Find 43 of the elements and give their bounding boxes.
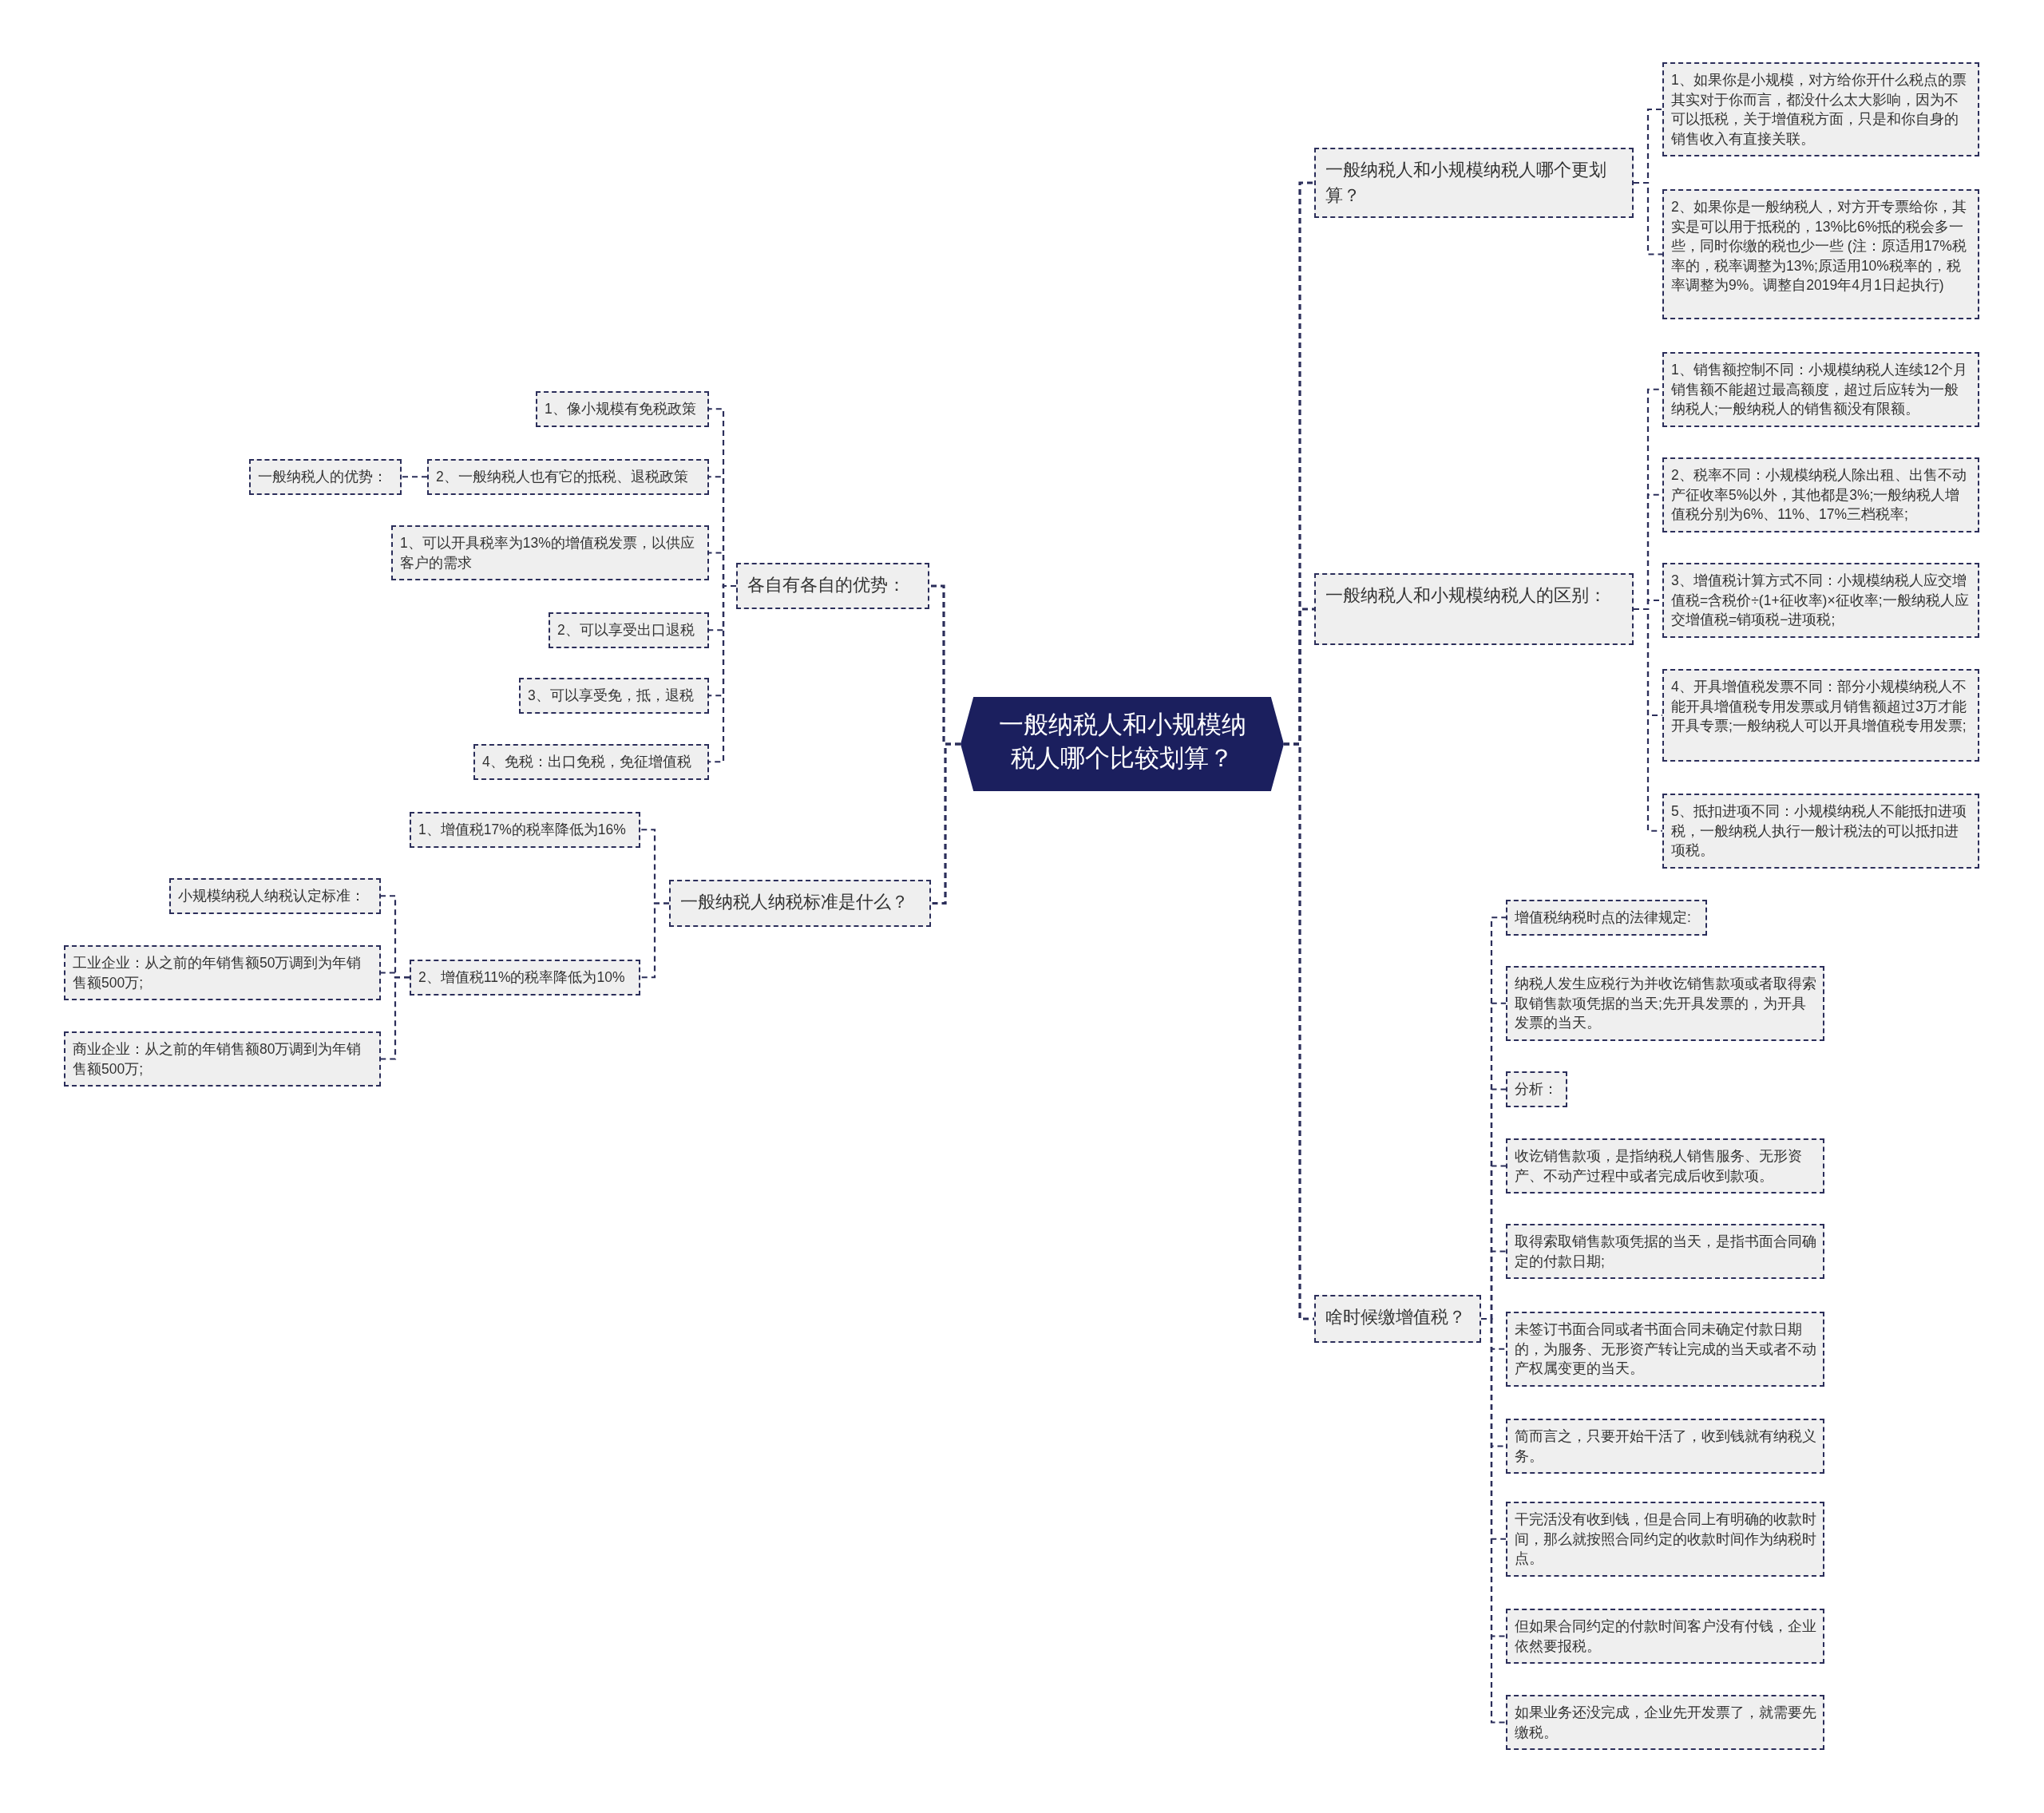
detail-box: 1、销售额控制不同：小规模纳税人连续12个月销售额不能超过最高额度，超过后应转为一般纳税人;一般纳税人的销售额没有限额。 [1662,352,1979,427]
detail-box: 3、增值税计算方式不同：小规模纳税人应交增值税=含税价÷(1+征收率)×征收率;一般纳税人应交增值税=销项税−进项税; [1662,563,1979,638]
detail-box: 1、可以开具税率为13%的增值税发票，以供应客户的需求 [391,525,709,580]
detail-box: 干完活没有收到钱，但是合同上有明确的收款时间，那么就按照合同约定的收款时间作为纳税时点。 [1506,1502,1824,1577]
connector-line [1634,608,1662,832]
detail-box: 2、如果你是一般纳税人，对方开专票给你，其实是可以用于抵税的，13%比6%抵的税会多一些，同时你缴的税也少一些 (注：原适用17%税率的，税率调整为13%;原适用10%税率的，税率调整为9%。调整自2019年4月1日起执行) [1662,189,1979,319]
detail-box: 5、抵扣进项不同：小规模纳税人不能抵扣进项税，一般纳税人执行一般计税法的可以抵扣进项税。 [1662,794,1979,869]
detail-box: 一般纳税人的优势： [249,459,402,495]
detail-box: 2、一般纳税人也有它的抵税、退税政策 [427,459,709,495]
connector-line [1634,181,1662,255]
detail-box: 收讫销售款项，是指纳税人销售服务、无形资产、不动产过程中或者完成后收到款项。 [1506,1138,1824,1193]
topic-box: 各自有各自的优势： [736,563,929,609]
detail-box: 4、开具增值税发票不同：部分小规模纳税人不能开具增值税专用发票或月销售额超过3万才能开具专票;一般纳税人可以开具增值税专用发票; [1662,669,1979,762]
detail-box: 2、增值税11%的税率降低为10% [410,960,640,996]
topic-box: 啥时候缴增值税？ [1314,1295,1481,1343]
connector-line [402,476,427,478]
topic-box: 一般纳税人纳税标准是什么？ [669,880,931,927]
connector-line [1284,742,1314,1320]
detail-box: 1、像小规模有免税政策 [536,391,709,427]
detail-box: 增值税纳税时点的法律规定: [1506,900,1707,936]
connector-line [381,976,410,1060]
detail-box: 小规模纳税人纳税认定标准： [169,878,381,914]
detail-box: 但如果合同约定的付款时间客户没有付钱，企业依然要报税。 [1506,1609,1824,1664]
topic-box: 一般纳税人和小规模纳税人哪个更划算？ [1314,148,1634,218]
detail-box: 未签订书面合同或者书面合同未确定付款日期的，为服务、无形资产转让完成的当天或者不动产权属变更的当天。 [1506,1312,1824,1387]
detail-box: 3、可以享受免，抵，退税 [519,678,709,714]
detail-box: 2、可以享受出口退税 [549,612,709,648]
topic-box: 一般纳税人和小规模纳税人的区别： [1314,573,1634,645]
detail-box: 取得索取销售款项凭据的当天，是指书面合同确定的付款日期; [1506,1224,1824,1279]
connector-line [931,742,961,905]
detail-box: 工业企业：从之前的年销售额50万调到为年销售额500万; [64,945,381,1000]
detail-box: 简而言之，只要开始干活了，收到钱就有纳税义务。 [1506,1419,1824,1474]
detail-box: 商业企业：从之前的年销售额80万调到为年销售额500万; [64,1031,381,1087]
detail-box: 1、增值税17%的税率降低为16% [410,812,640,848]
connector-line [709,584,736,763]
detail-box: 纳税人发生应税行为并收讫销售款项或者取得索取销售款项凭据的当天;先开具发票的，为开具发票的当天。 [1506,966,1824,1041]
detail-box: 如果业务还没完成，企业先开发票了，就需要先缴税。 [1506,1695,1824,1750]
detail-box: 分析： [1506,1071,1567,1107]
detail-box: 1、如果你是小规模，对方给你开什么税点的票其实对于你而言，都没什么太大影响，因为不可以抵税，关于增值税方面，只是和你自身的销售收入有直接关联。 [1662,62,1979,156]
detail-box: 2、税率不同：小规模纳税人除出租、出售不动产征收率5%以外，其他都是3%;一般纳税人增值税分别为6%、11%、17%三档税率; [1662,457,1979,532]
detail-box: 4、免税：出口免税，免征增值税 [473,744,709,780]
central-topic: 一般纳税人和小规模纳税人哪个比较划算？ [961,697,1284,791]
connector-line [640,902,669,979]
